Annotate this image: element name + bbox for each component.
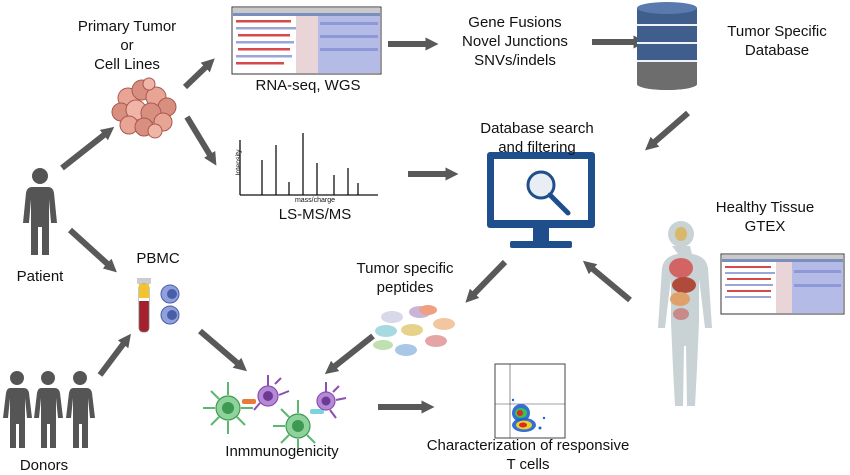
source-label: Primary Tumor or Cell Lines bbox=[77, 18, 177, 73]
arrow-tumor-to-sequencing bbox=[182, 58, 215, 90]
blood-tube-icon bbox=[137, 278, 180, 333]
gtex-browser-icon bbox=[720, 253, 845, 315]
tcells-label: Characterization of responsive T cells bbox=[426, 437, 630, 473]
sequencing-browser-icon bbox=[231, 6, 382, 75]
mass-spectrum-icon bbox=[239, 133, 378, 196]
healthy-tissue-label: Healthy Tissue GTEX bbox=[715, 199, 815, 235]
search-label: Database search and filtering bbox=[480, 120, 594, 156]
tumor-cells-icon bbox=[111, 77, 177, 139]
ms-y-axis-label: Intensity bbox=[235, 149, 243, 176]
arrow-healthy-to-search bbox=[582, 260, 632, 303]
sequencing-label: RNA-seq, WGS bbox=[255, 77, 361, 94]
variants-label: Gene Fusions Novel Junctions SNVs/indels bbox=[462, 14, 568, 69]
arrow-tumor-to-ms bbox=[184, 115, 217, 166]
arrow-database-to-search bbox=[645, 110, 690, 151]
peptide-icon bbox=[373, 305, 455, 356]
database-label: Tumor Specific Database bbox=[727, 23, 827, 59]
ms-label: LS-MS/MS bbox=[278, 206, 352, 223]
arrows bbox=[60, 35, 690, 414]
peptides-label: Tumor specific peptides bbox=[356, 260, 454, 296]
human-body-icon bbox=[658, 221, 712, 406]
arrow-patient-to-tumor bbox=[60, 126, 115, 171]
t-cell-icon bbox=[203, 375, 347, 450]
immunogenicity-label: Inmmunogenicity bbox=[225, 443, 339, 460]
arrow-donors-to-pbmc bbox=[97, 333, 131, 377]
database-icon bbox=[637, 2, 697, 90]
donors-label: Donors bbox=[19, 457, 69, 474]
people-group-icon bbox=[3, 371, 95, 448]
flow-cytometry-icon bbox=[494, 363, 566, 439]
arrow-search-to-peptides bbox=[465, 259, 508, 303]
arrow-patient-to-pbmc bbox=[67, 227, 117, 273]
pbmc-label: PBMC bbox=[136, 250, 180, 267]
person-icon bbox=[23, 168, 57, 255]
patient-label: Patient bbox=[16, 268, 64, 285]
arrow-peptides-to-immuno bbox=[324, 333, 375, 375]
monitor-search-icon bbox=[487, 152, 595, 248]
arrow-pbmc-to-immuno bbox=[198, 328, 248, 372]
ms-x-axis-label: mass/charge bbox=[294, 197, 336, 204]
